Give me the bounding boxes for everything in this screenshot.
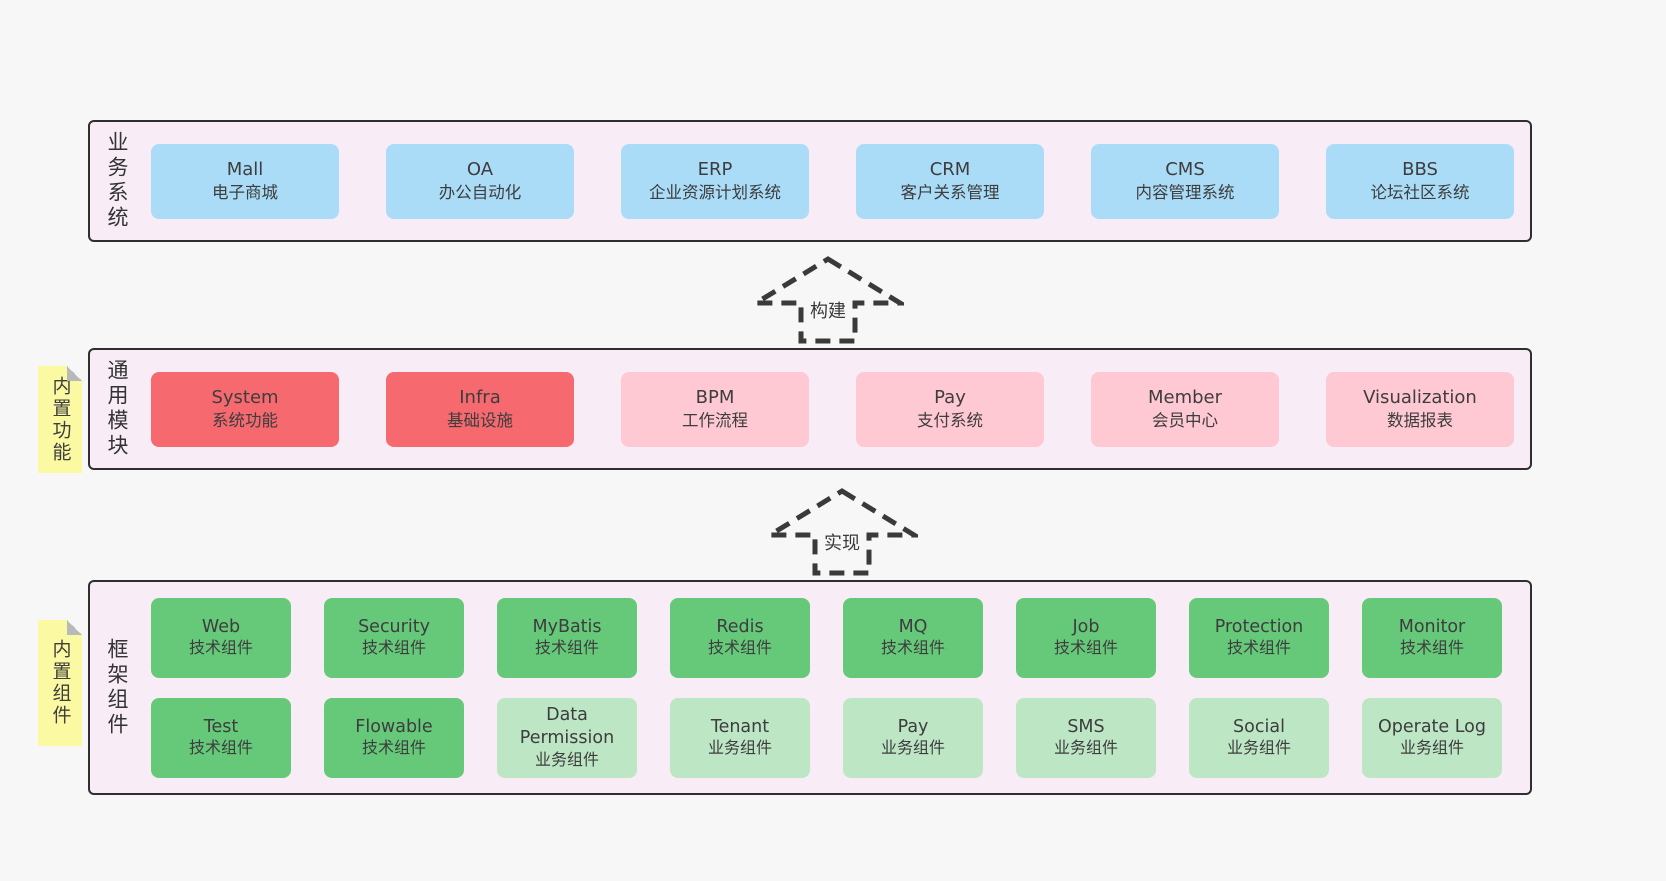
band-label-framework-components: 框架组件 [105,637,129,738]
component-box-job: Job 技术组件 [1016,597,1156,678]
component-box-operate-log: Operate Log 业务组件 [1362,697,1502,778]
component-box-mq: MQ 技术组件 [843,597,983,678]
system-box-mall: Mall 电子商城 [151,143,339,219]
component-box-mybatis: MyBatis 技术组件 [497,597,637,678]
component-box-data-permission: Data Permission 业务组件 [497,697,637,778]
component-box-security: Security 技术组件 [324,597,464,678]
module-box-member: Member 会员中心 [1091,371,1279,447]
band-label-business-systems: 业务系统 [105,131,129,231]
folded-corner-icon [67,620,82,635]
dashed-up-arrow-icon [752,256,904,344]
system-box-cms: CMS 内容管理系统 [1091,143,1279,219]
system-box-oa: OA 办公自动化 [386,143,574,219]
implement-arrow: 实现 [766,488,918,576]
module-box-pay: Pay 支付系统 [856,371,1044,447]
band-business-systems: 业务系统 Mall 电子商城 OA 办公自动化 ERP 企业资源计划系统 CRM… [88,120,1532,242]
sticky-note-text: 内置功能 [49,375,72,464]
module-box-row: System 系统功能 Infra 基础设施 BPM 工作流程 Pay 支付系统… [151,371,1514,447]
system-box-bbs: BBS 论坛社区系统 [1326,143,1514,219]
module-box-visualization: Visualization 数据报表 [1326,371,1514,447]
component-box-web: Web 技术组件 [151,597,291,678]
component-box-redis: Redis 技术组件 [670,597,810,678]
band-label-common-modules: 通用模块 [105,359,129,459]
component-box-test: Test 技术组件 [151,697,291,778]
component-box-flowable: Flowable 技术组件 [324,697,464,778]
dashed-up-arrow-icon [766,488,918,576]
sticky-note-built-in-components: 内置组件 [38,620,82,746]
component-grid: Web 技术组件 Security 技术组件 MyBatis 技术组件 Redi… [151,597,1502,778]
module-box-system: System 系统功能 [151,371,339,447]
module-box-infra: Infra 基础设施 [386,371,574,447]
system-box-erp: ERP 企业资源计划系统 [621,143,809,219]
arrow-label-implement: 实现 [820,528,864,556]
band-framework-components: 框架组件 Web 技术组件 Security 技术组件 MyBatis 技术组件… [88,580,1532,795]
folded-corner-icon [67,366,82,381]
module-box-bpm: BPM 工作流程 [621,371,809,447]
system-box-crm: CRM 客户关系管理 [856,143,1044,219]
build-arrow: 构建 [752,256,904,344]
component-box-tenant: Tenant 业务组件 [670,697,810,778]
component-box-social: Social 业务组件 [1189,697,1329,778]
component-box-pay: Pay 业务组件 [843,697,983,778]
component-box-protection: Protection 技术组件 [1189,597,1329,678]
sticky-note-text: 内置组件 [49,639,72,727]
arrow-label-build: 构建 [806,296,850,324]
band-common-modules: 通用模块 System 系统功能 Infra 基础设施 BPM 工作流程 Pay… [88,348,1532,470]
component-box-sms: SMS 业务组件 [1016,697,1156,778]
sticky-note-built-in-features: 内置功能 [38,366,82,473]
business-box-row: Mall 电子商城 OA 办公自动化 ERP 企业资源计划系统 CRM 客户关系… [151,143,1514,219]
component-box-monitor: Monitor 技术组件 [1362,597,1502,678]
